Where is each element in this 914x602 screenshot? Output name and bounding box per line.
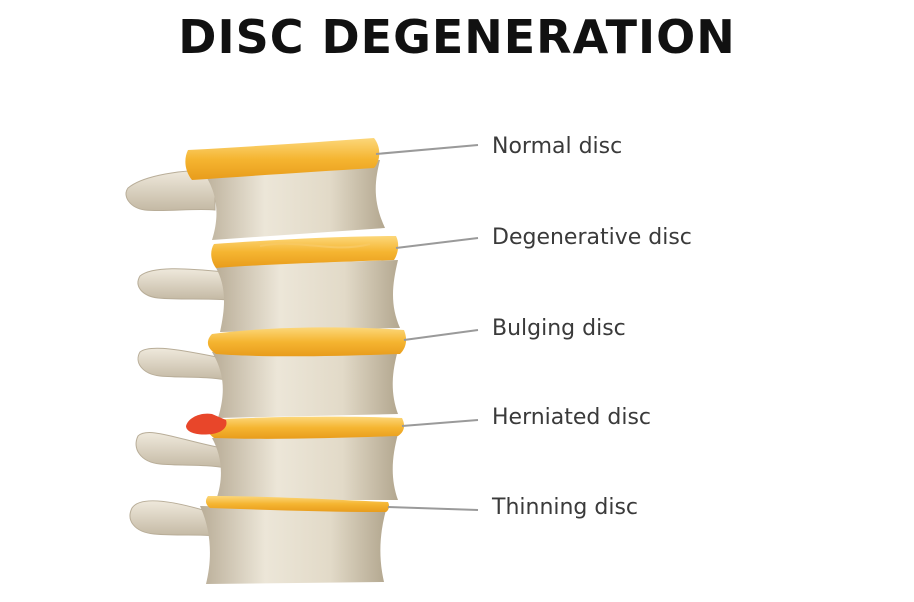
leader-line-degenerative xyxy=(395,237,479,249)
vertebra-3 xyxy=(137,347,398,418)
degenerative-disc xyxy=(211,236,399,268)
label-thinning-disc: Thinning disc xyxy=(492,495,639,520)
leader-line-herniated xyxy=(401,419,479,427)
degenerative-disc-crack xyxy=(259,242,371,249)
leader-line-bulging xyxy=(403,329,479,341)
diagram-title: DISC DEGENERATION xyxy=(178,10,736,64)
vertebra-1 xyxy=(125,160,385,240)
bulging-disc xyxy=(207,327,407,357)
vertebra-4 xyxy=(135,432,398,500)
leader-line-thinning xyxy=(387,506,479,511)
thinning-disc xyxy=(205,496,390,512)
herniation xyxy=(186,413,227,435)
label-herniated-disc: Herniated disc xyxy=(492,405,652,430)
label-degenerative-disc: Degenerative disc xyxy=(492,225,692,250)
label-bulging-disc: Bulging disc xyxy=(492,316,626,341)
herniated-disc xyxy=(207,416,405,439)
label-normal-disc: Normal disc xyxy=(492,134,623,159)
vertebra-5 xyxy=(129,500,386,584)
normal-disc xyxy=(185,138,380,180)
vertebra-2 xyxy=(137,260,400,332)
leader-line-normal xyxy=(375,144,479,155)
